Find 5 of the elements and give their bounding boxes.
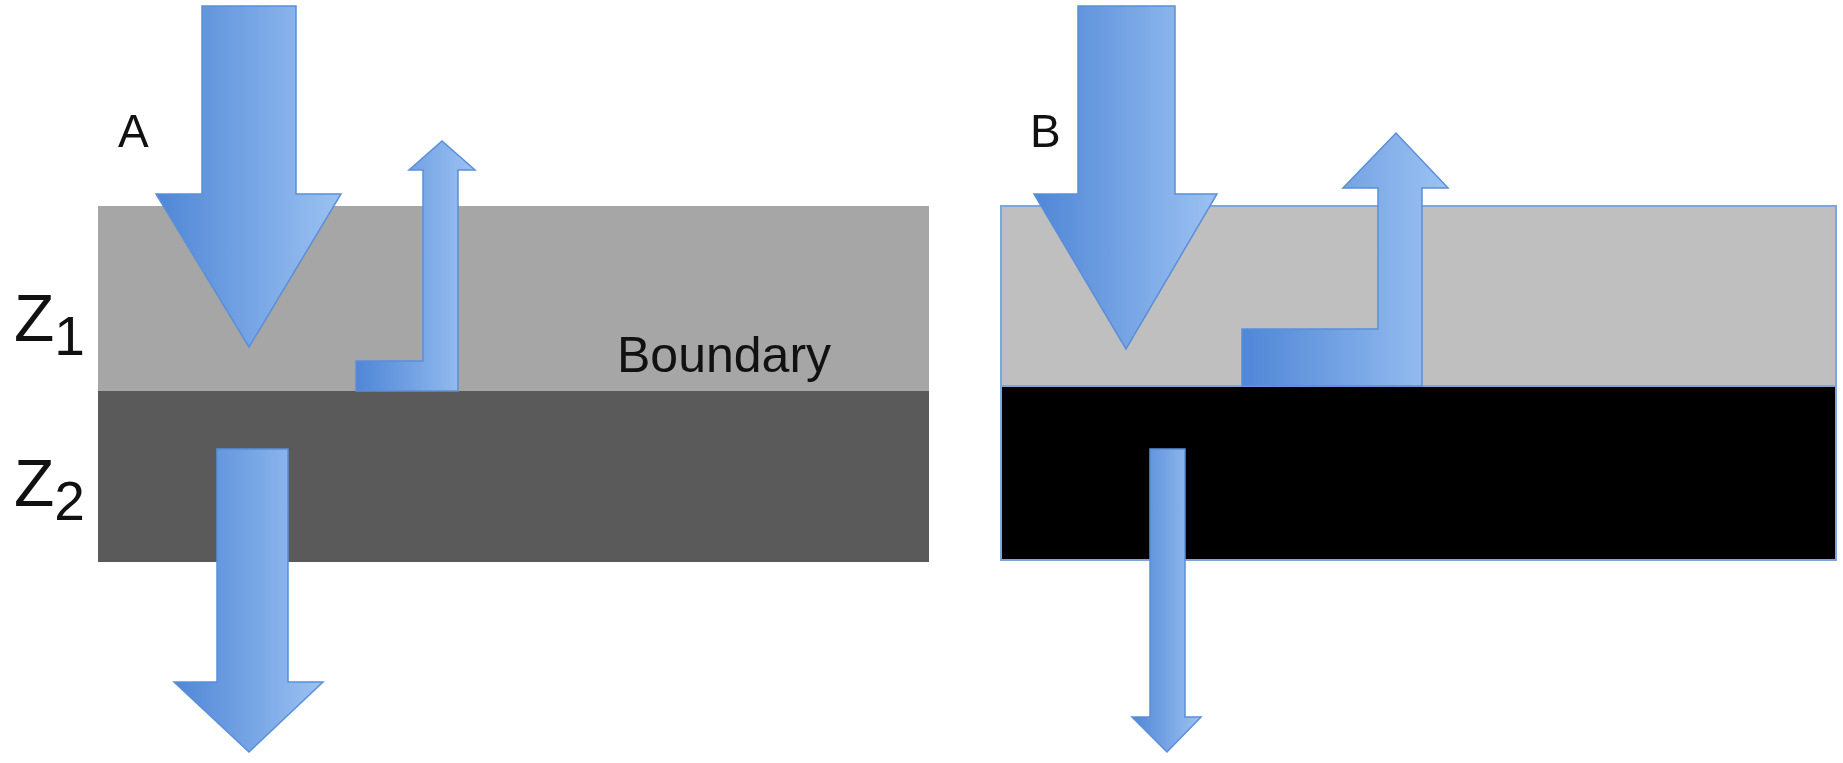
boundary-label: Boundary <box>617 330 832 380</box>
impedance-label: Z$_{1}$ <box>14 285 85 365</box>
panel-label: B <box>1030 108 1061 154</box>
impedance-label: Z$_{2}$ <box>14 450 85 530</box>
panel-label: A <box>118 108 149 154</box>
